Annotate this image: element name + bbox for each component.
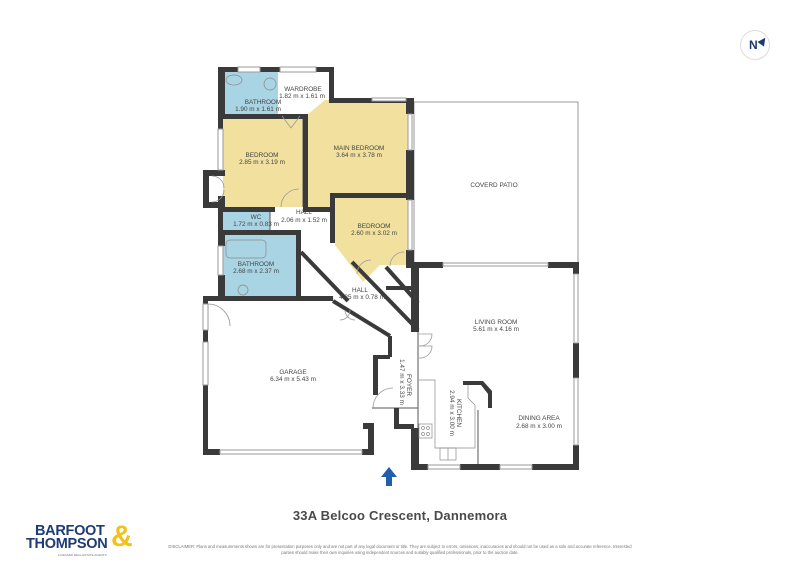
kitchen-dims: 2.94 m x 3.00 m: [448, 390, 455, 436]
garage-name: GARAGE: [279, 369, 306, 376]
walls: [203, 67, 579, 470]
wc-name: WC: [251, 214, 262, 221]
main-bedroom-fill: [307, 100, 408, 207]
bedroom1-fill: [223, 119, 303, 207]
bathroom2-fill: [223, 235, 298, 298]
property-address: 33A Belcoo Crescent, Dannemora: [292, 508, 508, 523]
entry-arrow-icon: [381, 467, 397, 486]
compass: N: [740, 30, 770, 60]
bedroom1-name: BEDROOM: [245, 152, 278, 159]
fixtures: [225, 74, 476, 461]
disclaimer-text: DISCLAIMER: Plans and measurements shown…: [168, 544, 632, 555]
dining-area-name: DINING AREA: [518, 415, 560, 422]
bathroom1-fill: [223, 72, 278, 116]
main-bedroom-dims: 3.64 m x 3.78 m: [336, 152, 382, 159]
bathroom1-name: BATHROOM: [245, 99, 281, 106]
bathroom2-dims: 2.68 m x 2.37 m: [233, 268, 279, 275]
wardrobe-dims: 1.82 m x 1.61 m: [279, 93, 325, 100]
bathroom1-dims: 1.90 m x 1.61 m: [235, 106, 281, 113]
logo-ampersand: &: [111, 520, 133, 553]
room-fills: [223, 72, 410, 298]
logo-line1: BARFOOT: [35, 523, 105, 539]
bathroom2-name: BATHROOM: [238, 261, 274, 268]
compass-label: N: [749, 38, 758, 52]
bedroom2-fill: [335, 198, 410, 282]
windows: [202, 66, 579, 470]
bedroom2-dims: 2.60 m x 3.02 m: [351, 230, 397, 237]
living-room-dims: 5.61 m x 4.16 m: [473, 326, 519, 333]
hall2-name: HALL: [352, 287, 368, 294]
hall1-dims: 2.06 m x 1.52 m: [281, 217, 327, 224]
logo-line2: THOMPSON: [26, 536, 108, 552]
north-arrow-icon: [757, 35, 769, 47]
main-bedroom-name: MAIN BEDROOM: [334, 145, 385, 152]
wardrobe-fill: [278, 72, 305, 116]
covered-patio-name: COVERD PATIO: [470, 182, 517, 189]
living-room-name: LIVING ROOM: [475, 319, 518, 326]
dining-area-dims: 2.68 m x 3.00 m: [516, 423, 562, 430]
bedroom1-dims: 2.85 m x 3.19 m: [239, 159, 285, 166]
wardrobe-name: WARDROBE: [284, 86, 321, 93]
diagonal-walls: [299, 250, 420, 359]
hall1-name: HALL: [296, 209, 312, 216]
room-labels: BATHROOM 1.90 m x 1.61 m WARDROBE 1.82 m…: [233, 86, 562, 436]
foyer-name: FOYER: [405, 374, 412, 396]
wc-dims: 1.72 m x 0.83 m: [233, 221, 279, 228]
wc-fill: [223, 212, 270, 232]
brand-logo: BARFOOT THOMPSON & LICENSED REAL ESTATE …: [26, 520, 146, 564]
doors: [207, 115, 433, 409]
logo-tagline: LICENSED REAL ESTATE AGENTS: [58, 553, 107, 557]
hall2-dims: 4.35 m x 0.78 m: [339, 294, 385, 301]
kitchen-name: KITCHEN: [455, 399, 462, 427]
foyer-dims: 1.47 m x 3.33 m: [398, 359, 405, 405]
bedroom2-name: BEDROOM: [357, 223, 390, 230]
garage-dims: 6.34 m x 5.43 m: [270, 376, 316, 383]
